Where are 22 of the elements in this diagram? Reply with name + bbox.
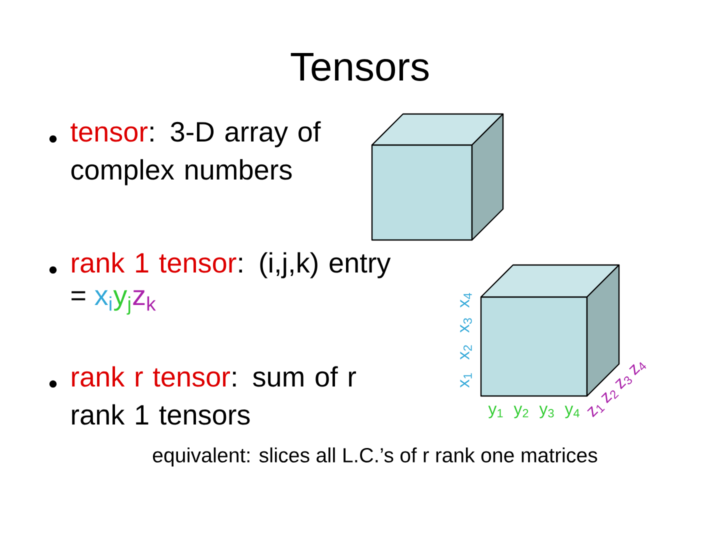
- bullet-text: rank r tensor: sum of r rank 1 tensors: [72, 366, 356, 425]
- axis-label: y$_{2}$: [514, 406, 528, 418]
- axis-label: y$_{1}$: [488, 406, 503, 418]
- label: =: [72, 291, 86, 300]
- formula-text: = x$_{i}$y$_{j}$z$_{k}$: [72, 290, 156, 315]
- axis-label: y$_{4}$: [564, 406, 580, 418]
- bullet-text: rank 1 tensor: (i,j,k) entry: [72, 252, 391, 278]
- axis-label: x$_{4}$: [460, 293, 472, 308]
- label: x$_{i}$: [94, 290, 112, 311]
- label: z$_{k}$: [133, 290, 156, 311]
- bullet-text: tensor: 3-D array of complex numbers: [70, 121, 321, 186]
- title: Tensors: [290, 53, 429, 81]
- axis-label: z$_{3}$: [615, 376, 632, 390]
- axis-label: x$_{2}$: [460, 345, 472, 360]
- axis-label: z$_{1}$: [587, 404, 605, 418]
- label: y$_{j}$: [113, 290, 130, 315]
- note-text: equivalent: slices all L.C.’s of r rank one matrices: [152, 447, 598, 467]
- axis-label: x$_{1}$: [460, 373, 472, 388]
- axis-label: y$_{3}$: [539, 406, 554, 418]
- axis-label: z$_{2}$: [601, 390, 619, 404]
- axis-label: z$_{4}$: [629, 362, 646, 376]
- axis-label: x$_{3}$: [460, 318, 472, 333]
